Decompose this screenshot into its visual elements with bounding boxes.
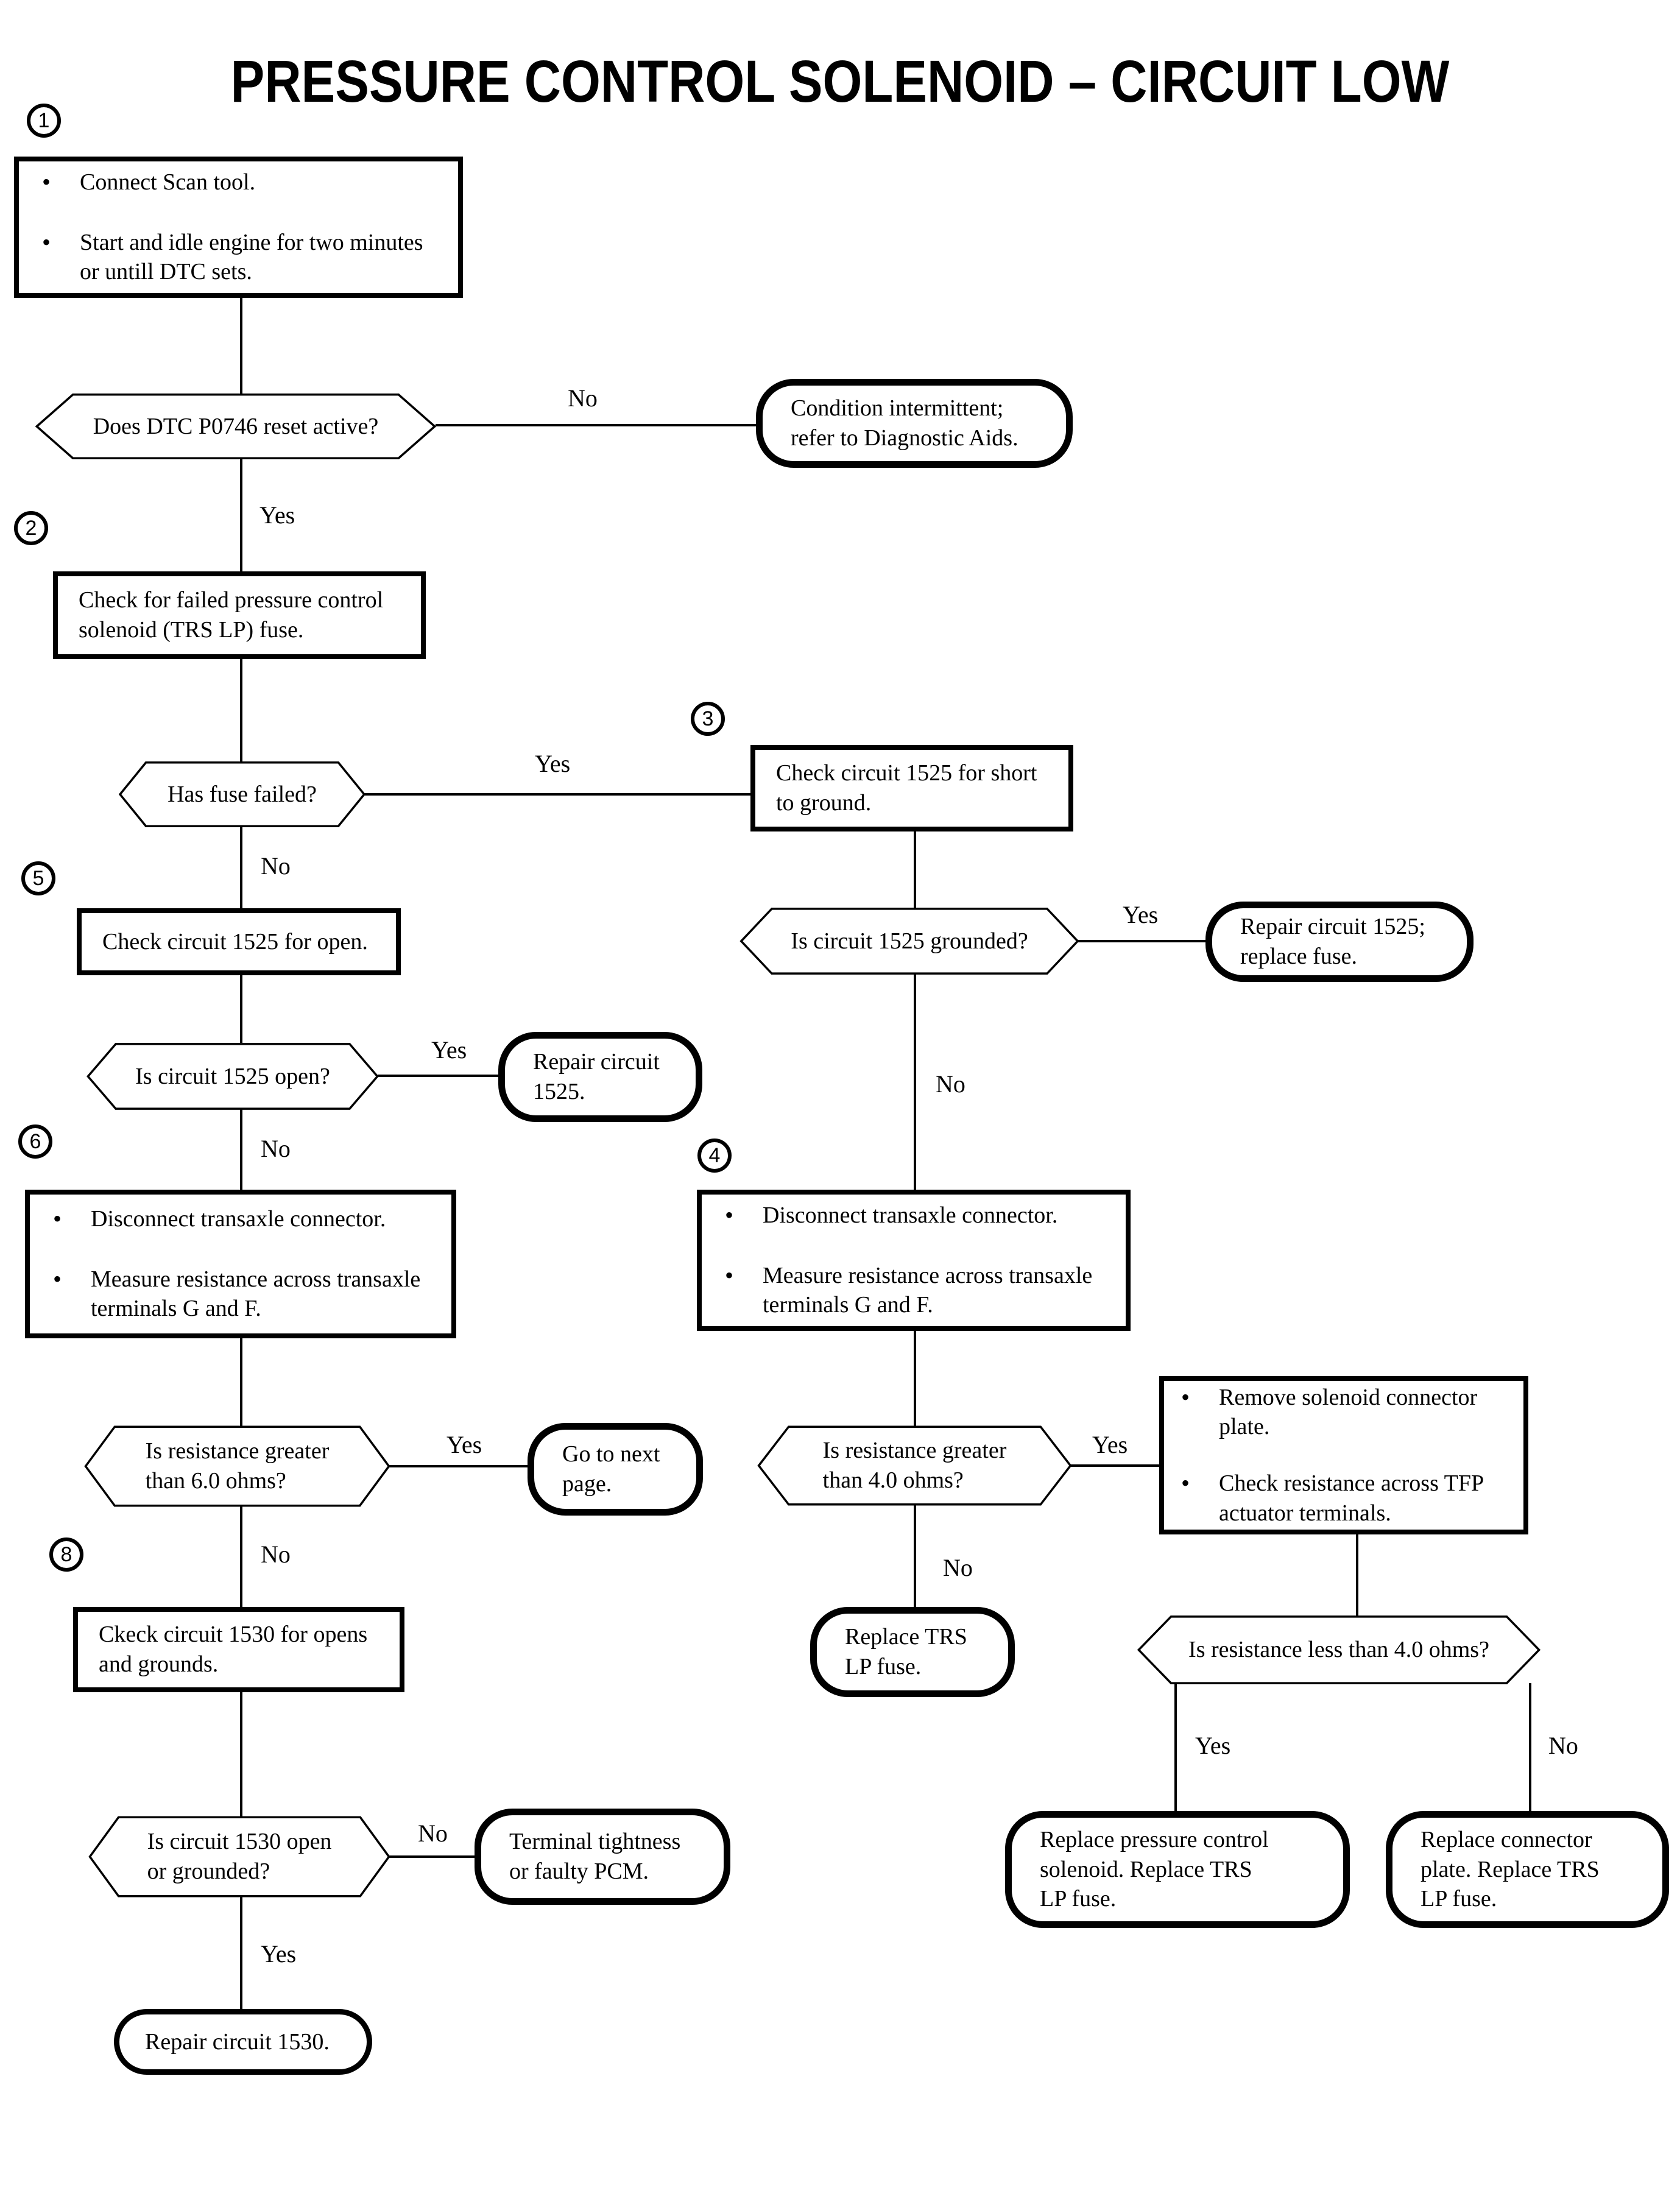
- flow-line: [1078, 940, 1205, 942]
- branch-label-yes: Yes: [1123, 901, 1159, 928]
- bullet-text: Disconnect transaxle connector.: [763, 1202, 1058, 1229]
- branch-label-no: No: [936, 1070, 965, 1098]
- decision-resistance-gt-4: Is resistance greater than 4.0 ohms?: [757, 1425, 1072, 1506]
- step-circle-5: 5: [21, 861, 55, 895]
- branch-label-no: No: [1548, 1732, 1578, 1759]
- flow-line: [364, 793, 750, 796]
- step-circle-1: 1: [27, 104, 61, 138]
- terminal-condition-intermittent: Condition intermittent; refer to Diagnos…: [756, 379, 1073, 468]
- bullet-icon: •: [53, 1205, 62, 1233]
- flow-line: [240, 658, 242, 763]
- flow-line: [240, 826, 242, 908]
- branch-label-no: No: [261, 1541, 291, 1568]
- flow-line: [914, 973, 916, 1191]
- decision-resistance-gt-6: Is resistance greater than 6.0 ohms?: [84, 1425, 390, 1507]
- step-circle-8: 8: [49, 1537, 83, 1572]
- terminal-replace-solenoid: Replace pressure control solenoid. Repla…: [1005, 1811, 1350, 1928]
- process-remove-connector-plate: • Remove solenoid connector plate. • Che…: [1159, 1376, 1528, 1534]
- process-check-1525-short: Check circuit 1525 for short to ground.: [750, 745, 1073, 831]
- flow-line: [436, 424, 757, 426]
- decision-dtc-reset: Does DTC P0746 reset active?: [35, 394, 437, 459]
- decision-1525-open: Is circuit 1525 open?: [86, 1043, 379, 1110]
- bullet-text: Start and idle engine for two minutes or…: [80, 229, 423, 285]
- terminal-go-next-page: Go to next page.: [528, 1423, 703, 1516]
- bullet-icon: •: [1181, 1383, 1190, 1411]
- flow-line: [1356, 1533, 1358, 1617]
- step-circle-2: 2: [14, 511, 48, 545]
- terminal-repair-1525: Repair circuit 1525.: [498, 1032, 702, 1122]
- decision-1530-open-grounded: Is circuit 1530 open or grounded?: [88, 1816, 390, 1898]
- bullet-text: Measure resistance across transaxle term…: [91, 1266, 421, 1322]
- bullet-icon: •: [725, 1261, 734, 1289]
- terminal-repair-1525-fuse: Repair circuit 1525; replace fuse.: [1205, 902, 1474, 982]
- flow-line: [240, 1691, 242, 1817]
- step-circle-6: 6: [18, 1124, 52, 1159]
- bullet-text: Connect Scan tool.: [80, 169, 256, 196]
- page-title: PRESSURE CONTROL SOLENOID – CIRCUIT LOW: [230, 48, 1450, 115]
- bullet-text: Measure resistance across transaxle term…: [763, 1262, 1093, 1318]
- branch-label-yes: Yes: [535, 750, 571, 777]
- branch-label-no: No: [418, 1820, 448, 1847]
- bullet-text: Check resistance across TFP actuator ter…: [1219, 1470, 1484, 1526]
- branch-label-no: No: [261, 852, 291, 880]
- step-circle-4: 4: [697, 1139, 732, 1173]
- bullet-icon: •: [725, 1201, 734, 1229]
- decision-1525-grounded: Is circuit 1525 grounded?: [739, 908, 1079, 975]
- flow-line: [240, 297, 242, 395]
- terminal-replace-trs-fuse: Replace TRS LP fuse.: [810, 1607, 1015, 1697]
- flow-line: [240, 459, 242, 573]
- bullet-text: Disconnect transaxle connector.: [91, 1206, 386, 1232]
- branch-label-yes: Yes: [431, 1036, 467, 1064]
- process-check-1525-open: Check circuit 1525 for open.: [77, 908, 401, 975]
- process-step6-disconnect-transaxle: • Disconnect transaxle connector. • Meas…: [25, 1190, 456, 1338]
- flow-line: [1071, 1464, 1159, 1467]
- flow-line: [1529, 1683, 1531, 1812]
- flow-line: [240, 1109, 242, 1191]
- flow-line: [240, 1896, 242, 2010]
- bullet-icon: •: [42, 228, 51, 256]
- process-check-1530: Ckeck circuit 1530 for opens and grounds…: [73, 1607, 404, 1692]
- flow-line: [240, 1506, 242, 1608]
- branch-label-no: No: [943, 1554, 973, 1581]
- process-step4-disconnect-transaxle: • Disconnect transaxle connector. • Meas…: [697, 1190, 1131, 1331]
- flow-line: [914, 830, 916, 909]
- branch-label-no: No: [568, 384, 598, 412]
- flow-line: [240, 973, 242, 1043]
- flow-line: [1174, 1683, 1177, 1812]
- process-step1-connect-scan: • Connect Scan tool. • Start and idle en…: [14, 157, 463, 298]
- terminal-tightness-pcm: Terminal tightness or faulty PCM.: [475, 1809, 730, 1905]
- branch-label-yes: Yes: [261, 1940, 297, 1968]
- flow-line: [914, 1505, 916, 1607]
- bullet-icon: •: [42, 168, 51, 196]
- decision-has-fuse-failed: Has fuse failed?: [119, 761, 365, 827]
- decision-resistance-lt-4: Is resistance less than 4.0 ohms?: [1137, 1615, 1541, 1684]
- flow-line: [240, 1337, 242, 1427]
- flow-line: [914, 1330, 916, 1427]
- branch-label-yes: Yes: [259, 501, 295, 529]
- branch-label-no: No: [261, 1135, 291, 1162]
- step-circle-3: 3: [691, 702, 725, 736]
- terminal-replace-plate: Replace connector plate. Replace TRS LP …: [1386, 1811, 1669, 1928]
- bullet-text: Remove solenoid connector plate.: [1219, 1384, 1478, 1440]
- bullet-icon: •: [1181, 1469, 1190, 1497]
- terminal-repair-1530: Repair circuit 1530.: [114, 2009, 372, 2075]
- branch-label-yes: Yes: [446, 1431, 482, 1458]
- flow-line: [389, 1465, 529, 1467]
- process-check-fuse: Check for failed pressure control soleno…: [53, 571, 426, 659]
- flow-line: [389, 1855, 475, 1858]
- branch-label-yes: Yes: [1195, 1732, 1231, 1759]
- branch-label-yes: Yes: [1092, 1431, 1128, 1458]
- flow-line: [378, 1075, 498, 1077]
- bullet-icon: •: [53, 1265, 62, 1293]
